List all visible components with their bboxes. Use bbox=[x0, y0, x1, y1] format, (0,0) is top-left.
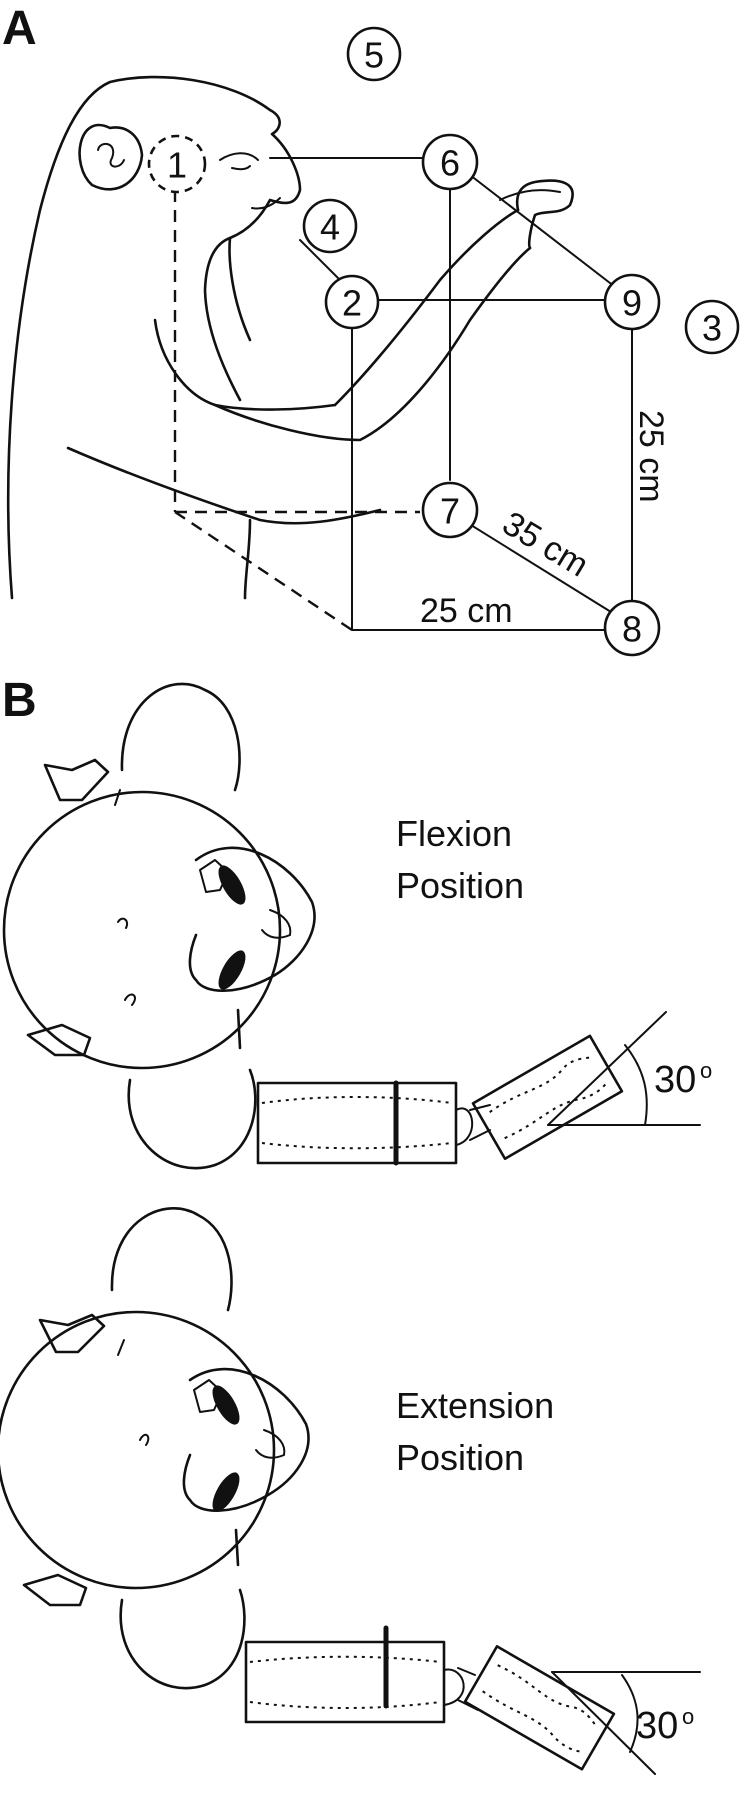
target-6: 6 bbox=[421, 133, 479, 191]
workspace-cube bbox=[173, 157, 633, 631]
arm-splint-flexion bbox=[256, 1011, 701, 1166]
extension-angle-value: 30 bbox=[636, 1705, 678, 1747]
svg-text:5: 5 bbox=[364, 35, 384, 76]
target-9: 9 bbox=[603, 273, 661, 331]
target-2: 2 bbox=[324, 274, 380, 330]
extension-angle-label: 30 o bbox=[636, 1704, 694, 1747]
svg-text:8: 8 bbox=[622, 609, 642, 650]
extension-position-label: Extension Position bbox=[396, 1385, 554, 1478]
flexion-label-line2: Position bbox=[396, 865, 524, 906]
monkey-top-view-flexion bbox=[2, 682, 316, 1170]
panel-b-label: B bbox=[2, 674, 37, 727]
monkey-top-view-extension bbox=[0, 1207, 310, 1690]
panel-a-label: A bbox=[2, 2, 37, 55]
target-1: 1 bbox=[147, 134, 207, 194]
target-3: 3 bbox=[684, 299, 740, 355]
flexion-angle-label: 30 o bbox=[654, 1058, 712, 1101]
flexion-angle-degree: o bbox=[700, 1058, 712, 1083]
svg-text:7: 7 bbox=[440, 491, 460, 532]
extension-label-line1: Extension bbox=[396, 1385, 554, 1426]
flexion-label-line1: Flexion bbox=[396, 813, 512, 854]
monkey-side-view bbox=[6, 75, 574, 600]
flexion-position-label: Flexion Position bbox=[396, 813, 524, 906]
svg-text:1: 1 bbox=[167, 145, 187, 186]
target-8: 8 bbox=[603, 599, 661, 657]
flexion-angle-value: 30 bbox=[654, 1059, 696, 1101]
target-7: 7 bbox=[421, 481, 479, 539]
dimension-horizontal: 25 cm bbox=[420, 592, 513, 630]
svg-text:4: 4 bbox=[320, 207, 340, 248]
dimension-diagonal: 35 cm bbox=[496, 504, 595, 584]
svg-text:2: 2 bbox=[342, 283, 362, 324]
target-5: 5 bbox=[346, 26, 402, 82]
dimension-vertical: 25 cm bbox=[632, 410, 670, 503]
extension-label-line2: Position bbox=[396, 1437, 524, 1478]
target-4: 4 bbox=[302, 198, 358, 254]
svg-text:3: 3 bbox=[702, 308, 722, 349]
svg-text:6: 6 bbox=[440, 143, 460, 184]
svg-text:9: 9 bbox=[622, 283, 642, 324]
extension-angle-degree: o bbox=[682, 1704, 694, 1729]
arm-splint-extension bbox=[244, 1625, 701, 1775]
